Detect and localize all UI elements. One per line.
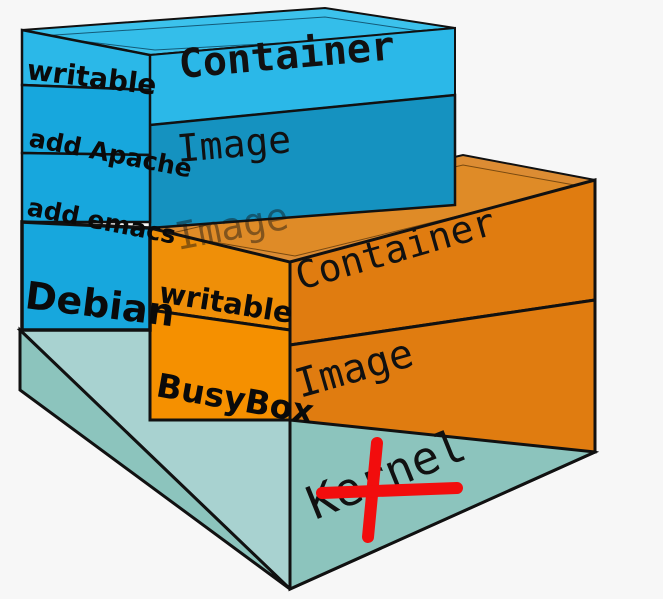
blue-front-label-image: Image <box>175 117 293 171</box>
kernel-front-face <box>18 326 292 591</box>
blue-debian-face <box>20 220 152 332</box>
orange-stack-group <box>148 153 597 454</box>
blue-emacs-face <box>20 151 152 224</box>
orange-busybox-face <box>148 308 292 422</box>
blue-stack-group <box>20 6 457 332</box>
red-cross-horizontal-stroke <box>316 482 463 499</box>
red-cross-annotation <box>316 437 463 543</box>
